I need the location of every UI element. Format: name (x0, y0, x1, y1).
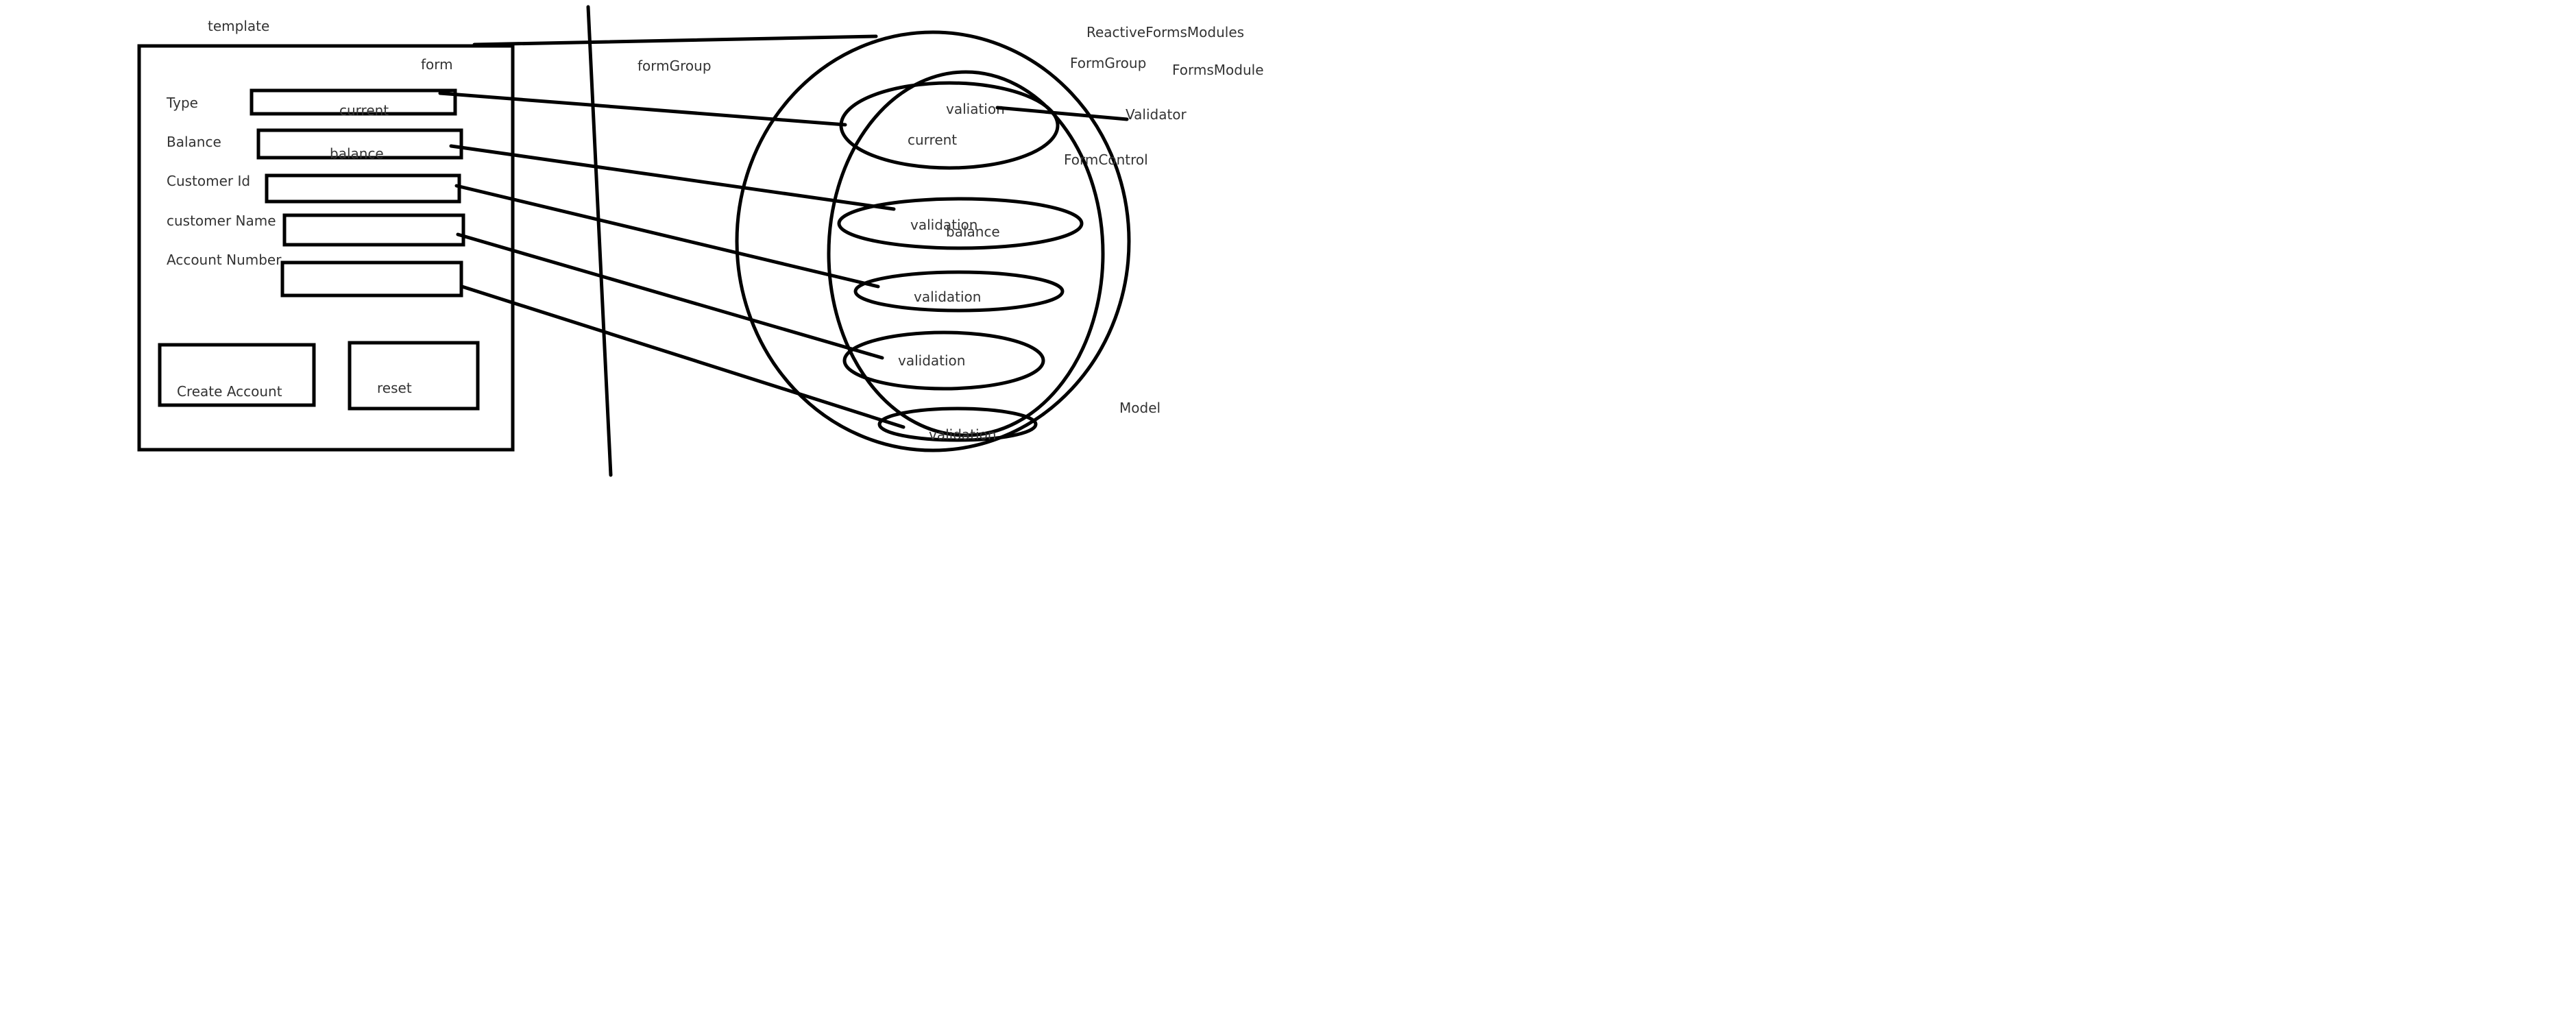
form-label: form (421, 56, 453, 73)
account-number-input[interactable] (280, 260, 463, 298)
field-label-account-number: Account Number (167, 252, 282, 268)
form-control-ellipse-balance (837, 197, 1084, 250)
formgroup-binding-label: formGroup (637, 58, 712, 74)
balance-input[interactable] (256, 128, 463, 160)
validation-text-type: valiation (946, 101, 1005, 117)
control-value-balance: balance (946, 223, 1000, 240)
template-model-divider (586, 5, 613, 477)
template-form-box (137, 44, 515, 452)
balance-input-value: balance (330, 145, 384, 162)
validation-text-balance: validation (910, 217, 977, 233)
control-value-type: current (908, 132, 957, 148)
field-label-type: Type (166, 95, 198, 111)
form-group-inner-ellipse (827, 70, 1105, 437)
form-group-outer-ellipse (735, 30, 1131, 452)
model-label: Model (1119, 400, 1161, 416)
field-label-customer-id: Customer Id (167, 173, 250, 189)
forms-module-label: FormsModule (1172, 62, 1264, 78)
form-control-ellipse-customer-name (842, 330, 1045, 391)
type-input-value: current (339, 102, 389, 119)
create-account-button[interactable] (158, 343, 316, 407)
validation-text-customer-id: validation (914, 289, 981, 305)
validator-label: Validator (1126, 106, 1187, 123)
binding-line-balance (449, 144, 896, 211)
field-label-customer-name: customer Name (167, 213, 276, 229)
form-control-ellipse-account-number (877, 407, 1038, 442)
form-control-label: FormControl (1064, 151, 1148, 168)
binding-line-account-number (460, 284, 906, 429)
type-input[interactable] (250, 88, 457, 116)
customer-name-input[interactable] (282, 213, 465, 247)
validator-connector (995, 106, 1129, 121)
field-label-balance: Balance (167, 134, 221, 150)
template-heading: template (208, 18, 269, 34)
validation-text-account-number: validation (929, 426, 996, 443)
customer-id-input[interactable] (265, 173, 461, 204)
form-control-ellipse-type (839, 81, 1060, 170)
validation-text-customer-name: validation (898, 352, 965, 369)
form-to-formgroup-connector (472, 34, 878, 47)
create-account-button-label: Create Account (177, 383, 282, 400)
form-group-label: FormGroup (1070, 55, 1146, 71)
reset-button-label: reset (377, 380, 412, 396)
binding-line-customer-id (454, 184, 880, 289)
binding-line-customer-name (456, 232, 884, 360)
form-control-ellipse-customer-id (853, 270, 1065, 313)
binding-line-type (438, 91, 847, 127)
reactive-forms-modules-label: ReactiveFormsModules (1086, 24, 1244, 40)
reset-button[interactable] (348, 341, 480, 411)
